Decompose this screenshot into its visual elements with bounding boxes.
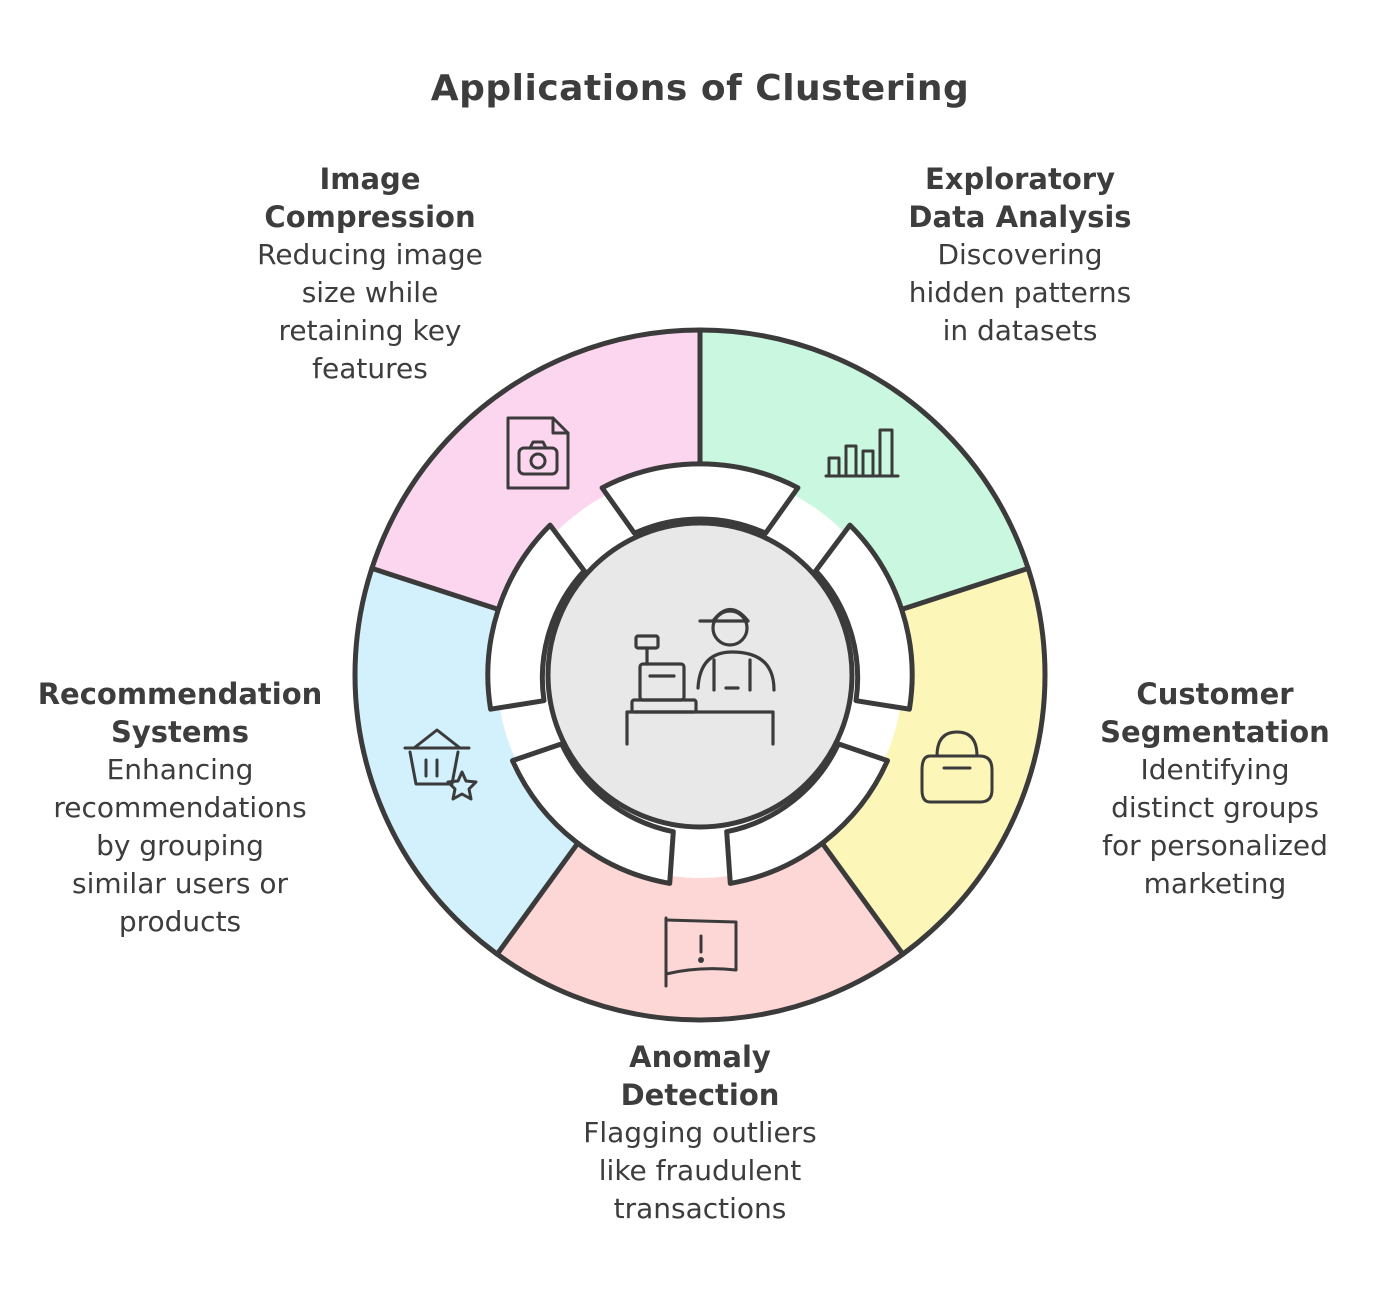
- description-line: similar users or: [72, 867, 288, 900]
- heading-line: Exploratory: [924, 162, 1115, 196]
- inner-arc-lower-right: [724, 741, 890, 886]
- description-recommendation-systems: Enhancing recommendations by grouping si…: [20, 751, 340, 941]
- description-line: Flagging outliers: [583, 1116, 817, 1149]
- label-anomaly-detection: Anomaly Detection Flagging outliers like…: [545, 1038, 855, 1228]
- heading-line: Segmentation: [1100, 715, 1330, 749]
- description-line: Reducing image: [257, 238, 483, 271]
- description-line: distinct groups: [1111, 791, 1319, 824]
- heading-image-compression: Image Compression: [220, 160, 520, 236]
- description-line: features: [312, 352, 428, 385]
- cashier-at-register-icon: [625, 607, 776, 746]
- label-image-compression: Image Compression Reducing image size wh…: [220, 160, 520, 388]
- description-line: like fraudulent: [598, 1154, 802, 1187]
- heading-line: Recommendation: [37, 677, 323, 711]
- label-customer-segmentation: Customer Segmentation Identifying distin…: [1065, 675, 1365, 903]
- inner-arc-top: [599, 461, 801, 536]
- inner-ring: [485, 461, 915, 886]
- heading-line: Anomaly: [629, 1040, 771, 1074]
- description-line: size while: [301, 276, 439, 309]
- heading-customer-segmentation: Customer Segmentation: [1065, 675, 1365, 751]
- heading-line: Systems: [110, 715, 250, 749]
- heading-recommendation-systems: Recommendation Systems: [20, 675, 340, 751]
- description-customer-segmentation: Identifying distinct groups for personal…: [1065, 751, 1365, 903]
- basket-star-icon: [403, 728, 478, 801]
- label-exploratory-data-analysis: Exploratory Data Analysis Discovering hi…: [870, 160, 1170, 350]
- segment-image-compression: [371, 330, 700, 613]
- description-line: hidden patterns: [908, 276, 1132, 309]
- description-exploratory-data-analysis: Discovering hidden patterns in datasets: [870, 236, 1170, 350]
- description-line: Identifying: [1140, 753, 1290, 786]
- description-line: for personalized: [1102, 829, 1328, 862]
- ring-outline: [352, 327, 1048, 1023]
- segment-customer-segmentation: [819, 568, 1045, 955]
- description-line: Enhancing: [106, 753, 254, 786]
- heading-anomaly-detection: Anomaly Detection: [545, 1038, 855, 1114]
- warning-flag-icon: [664, 916, 738, 988]
- description-line: products: [118, 905, 242, 938]
- photo-file-icon: [506, 416, 570, 490]
- bar-chart-icon: [824, 428, 900, 478]
- shopping-bag-icon: [920, 730, 994, 804]
- description-line: transactions: [613, 1192, 787, 1225]
- description-line: recommendations: [53, 791, 307, 824]
- description-line: Discovering: [937, 238, 1103, 271]
- label-recommendation-systems: Recommendation Systems Enhancing recomme…: [20, 675, 340, 941]
- heading-line: Detection: [620, 1078, 780, 1112]
- description-line: in datasets: [942, 314, 1098, 347]
- description-line: by grouping: [96, 829, 264, 862]
- heading-line: Customer: [1136, 677, 1294, 711]
- segment-recommendation-systems: [355, 568, 581, 955]
- description-line: retaining key: [278, 314, 462, 347]
- description-anomaly-detection: Flagging outliers like fraudulent transa…: [545, 1114, 855, 1228]
- diagram-title: Applications of Clustering: [430, 68, 970, 109]
- segment-anomaly-detection: [497, 839, 903, 1020]
- heading-line: Image: [319, 162, 421, 196]
- heading-line: Data Analysis: [908, 200, 1132, 234]
- heading-line: Compression: [264, 200, 476, 234]
- inner-arc-lower-left: [510, 741, 676, 886]
- inner-arc-upper-right: [813, 522, 915, 712]
- description-image-compression: Reducing image size while retaining key …: [220, 236, 520, 388]
- description-line: marketing: [1143, 867, 1287, 900]
- heading-exploratory-data-analysis: Exploratory Data Analysis: [870, 160, 1170, 236]
- inner-arc-upper-left: [485, 522, 587, 712]
